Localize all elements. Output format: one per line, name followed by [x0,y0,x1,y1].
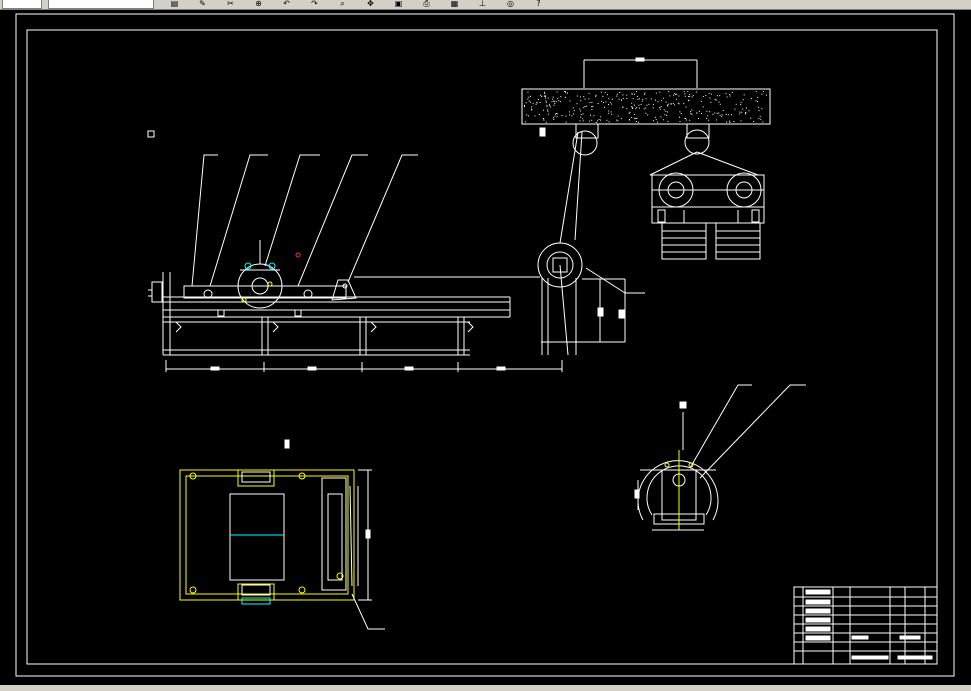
side-elevation-view[interactable] [147,130,563,372]
sheave-assembly[interactable] [537,131,645,356]
ortho-icon[interactable]: ⊥ [479,0,486,8]
end-section-view[interactable] [634,384,806,531]
zoom-icon[interactable]: ⌕ [340,0,345,8]
status-bar [0,685,971,691]
grid-icon[interactable]: ▦ [450,0,459,8]
layer-dropdown[interactable] [2,0,42,9]
pan-icon[interactable]: ✥ [367,0,374,8]
snap-icon[interactable]: ⊕ [255,0,262,8]
print-icon[interactable]: ⎙ [423,0,430,8]
linetype-dropdown[interactable] [48,0,154,9]
hoist-detail-view[interactable] [521,57,771,260]
osnap-icon[interactable]: ◎ [507,0,514,8]
modify-icon[interactable]: ✂ [227,0,234,8]
save-icon[interactable]: ▣ [394,0,403,8]
draw-icon[interactable]: ✎ [199,0,206,8]
ceiling-slab [521,88,771,125]
sheet-inner-border [26,29,938,665]
undo-icon[interactable]: ↶ [283,0,290,8]
slab-hatch [524,91,767,123]
title-block [793,586,938,665]
layer-icon[interactable]: ▤ [170,0,179,8]
plan-view[interactable] [179,439,385,630]
help-icon[interactable]: ? [536,0,541,8]
drawing-canvas[interactable] [0,10,971,691]
sheet-outer-border [15,13,955,677]
cad-toolbar: ▤ ✎ ✂ ⊕ ↶ ↷ ⌕ ✥ ▣ ⎙ ▦ ⊥ ◎? [0,0,971,10]
redo-icon[interactable]: ↷ [311,0,318,8]
